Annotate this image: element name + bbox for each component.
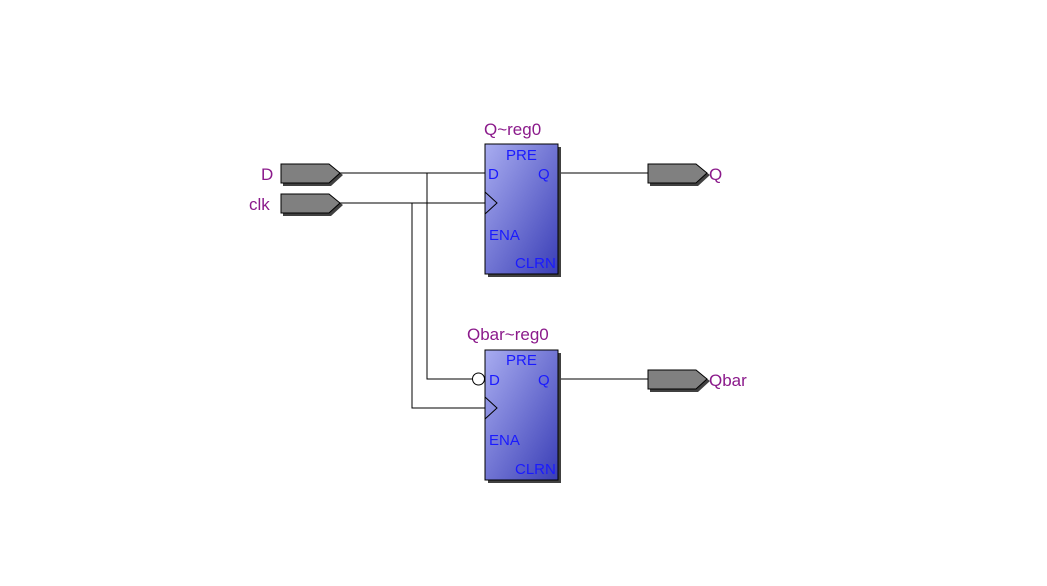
register-qbar-reg0-body (484, 349, 559, 481)
input-pin-d-label: D (261, 165, 273, 184)
output-pin-q[interactable]: Q (647, 163, 722, 186)
output-pin-qbar[interactable]: Qbar (647, 369, 747, 392)
output-pin-qbar-label: Qbar (709, 371, 747, 390)
register-q-reg0-name: Q~reg0 (484, 120, 541, 139)
register-q-reg0[interactable]: Q~reg0 PRE D Q ENA CLRN (484, 120, 561, 277)
port-q: Q (538, 372, 550, 389)
inverter-bubble-icon (472, 372, 485, 386)
wire-d-to-reg1 (426, 173, 472, 380)
port-d: D (489, 372, 500, 389)
input-pin-clk[interactable]: clk (249, 193, 343, 216)
port-ena: ENA (489, 432, 520, 449)
input-pin-clk-label: clk (249, 195, 270, 214)
register-qbar-reg0[interactable]: Qbar~reg0 PRE D Q ENA CLRN (467, 325, 561, 483)
input-pin-d[interactable]: D (261, 163, 343, 186)
wires (340, 172, 648, 409)
port-ena: ENA (489, 227, 520, 244)
register-q-reg0-body (484, 143, 559, 275)
port-d: D (488, 166, 499, 183)
port-pre: PRE (506, 352, 537, 369)
port-pre: PRE (506, 147, 537, 164)
port-clrn: CLRN (515, 461, 556, 478)
output-pin-q-label: Q (709, 165, 722, 184)
register-qbar-reg0-name: Qbar~reg0 (467, 325, 549, 344)
wire-clk-to-reg1 (411, 203, 485, 409)
port-clrn: CLRN (515, 255, 556, 272)
clock-input-icon (484, 396, 498, 420)
clock-input-icon (484, 191, 498, 215)
port-q: Q (538, 166, 550, 183)
